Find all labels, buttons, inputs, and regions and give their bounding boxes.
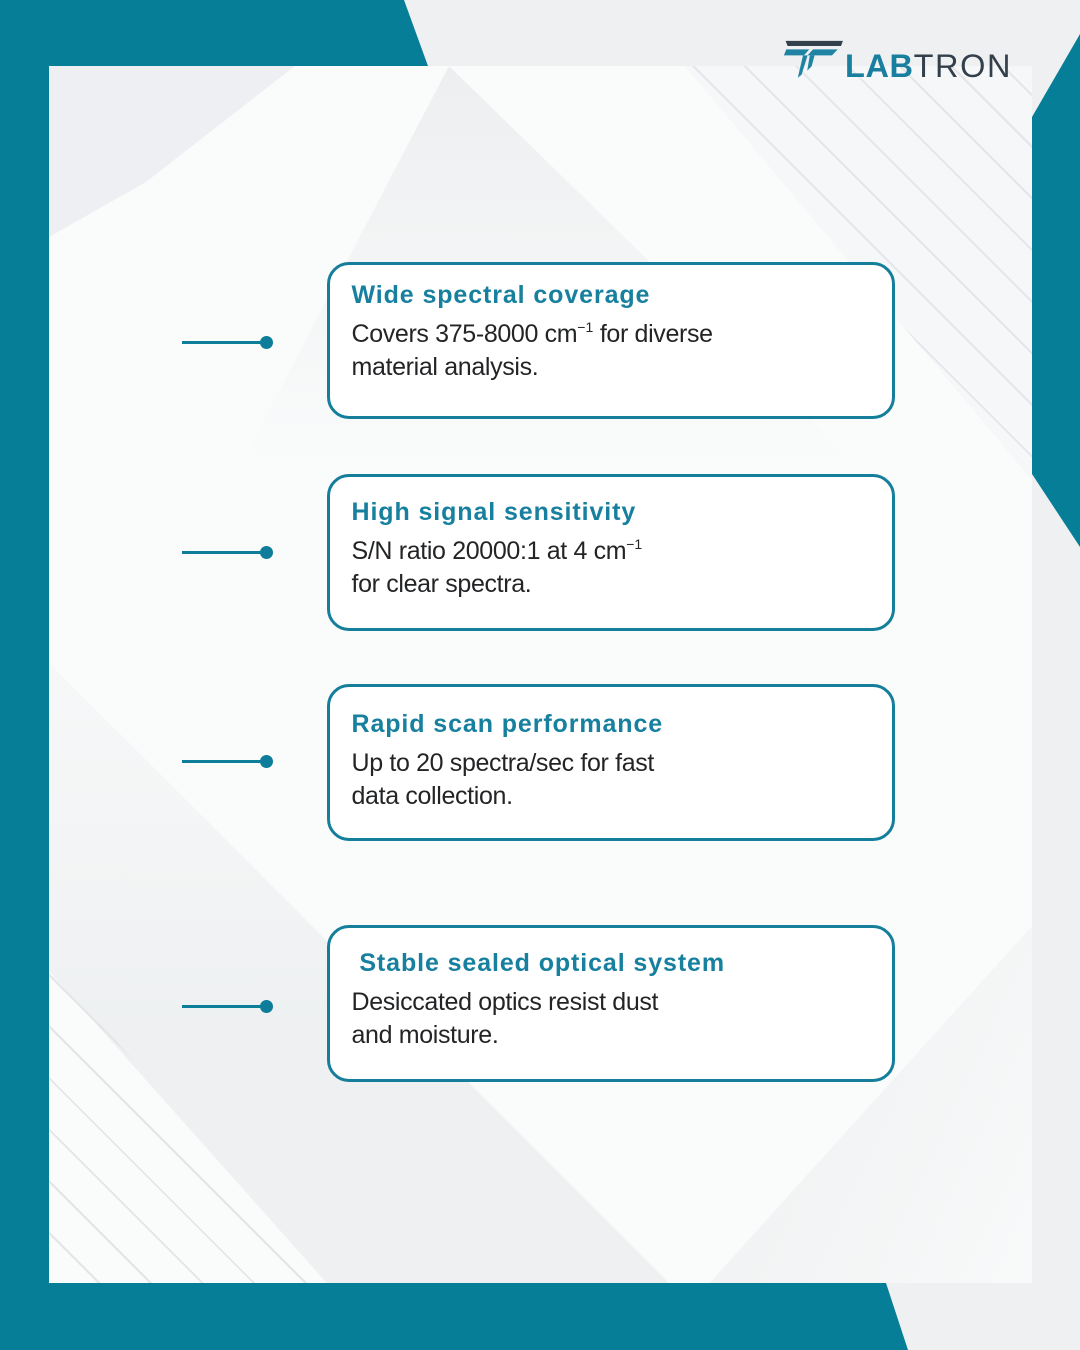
card-2-body: S/N ratio 20000:1 at 4 cm−1 for clear spe… — [351, 536, 873, 599]
feature-card-1: Wide spectral coverage Covers 375-8000 c… — [327, 262, 895, 419]
card-1-body-line2: material analysis. — [351, 353, 539, 381]
deco-diamond-top-left — [49, 66, 295, 237]
labtron-logo: LABTRON — [783, 40, 1015, 84]
card-2-title: High signal sensitivity — [351, 498, 637, 527]
connector-4-line — [182, 1005, 267, 1008]
teal-top-left-shape — [0, 0, 428, 1350]
labtron-logo-text: LABTRON — [845, 47, 1013, 84]
connector-2-dot — [260, 546, 273, 559]
connector-4-dot — [260, 1000, 273, 1013]
connector-2 — [182, 546, 274, 559]
feature-card-4: Stable sealed optical system Desiccated … — [327, 925, 895, 1082]
connector-1-line — [182, 341, 267, 344]
card-3-body: Up to 20 spectra/sec for fast data collec… — [352, 749, 873, 811]
card-4-title: Stable sealed optical system — [351, 949, 725, 978]
connector-3 — [182, 755, 274, 768]
card-2-body-line1: S/N ratio 20000:1 at 4 cm — [351, 537, 627, 566]
card-1-superscript: −1 — [577, 319, 594, 336]
feature-card-3: Rapid scan performance Up to 20 spectra/… — [327, 684, 895, 841]
connector-1-dot — [260, 336, 273, 349]
card-3-body-line2: data collection. — [351, 781, 514, 810]
content-panel — [49, 66, 1032, 1283]
card-2-superscript: −1 — [626, 536, 643, 553]
card-1-body-line1: Covers 375-8000 cm — [351, 320, 578, 349]
card-1-title: Wide spectral coverage — [351, 281, 651, 309]
connector-3-dot — [260, 755, 273, 768]
feature-card-2: High signal sensitivity S/N ratio 20000:… — [327, 474, 895, 631]
card-4-body-line1: Desiccated optics resist dust — [351, 988, 659, 1017]
connector-1 — [182, 336, 274, 349]
logo-tron-label: TRON — [913, 47, 1013, 84]
labtron-logo-icon — [783, 40, 843, 78]
card-4-body-line2: and moisture. — [351, 1021, 499, 1050]
card-3-body-line1: Up to 20 spectra/sec for fast — [351, 748, 655, 777]
connector-2-line — [182, 551, 267, 554]
teal-bottom-band-shape — [49, 1283, 908, 1350]
card-1-body-line1-end: for diverse — [593, 320, 713, 349]
card-4-body: Desiccated optics resist dust and moistur… — [352, 988, 873, 1050]
teal-right-wedge-shape — [1032, 34, 1080, 547]
connector-3-line — [182, 760, 267, 763]
card-1-body: Covers 375-8000 cm−1 for diverse material… — [351, 319, 873, 382]
card-3-title: Rapid scan performance — [351, 709, 664, 738]
connector-4 — [182, 1000, 274, 1013]
card-2-body-line2: for clear spectra. — [351, 570, 532, 599]
logo-lab-label: LAB — [845, 47, 914, 84]
